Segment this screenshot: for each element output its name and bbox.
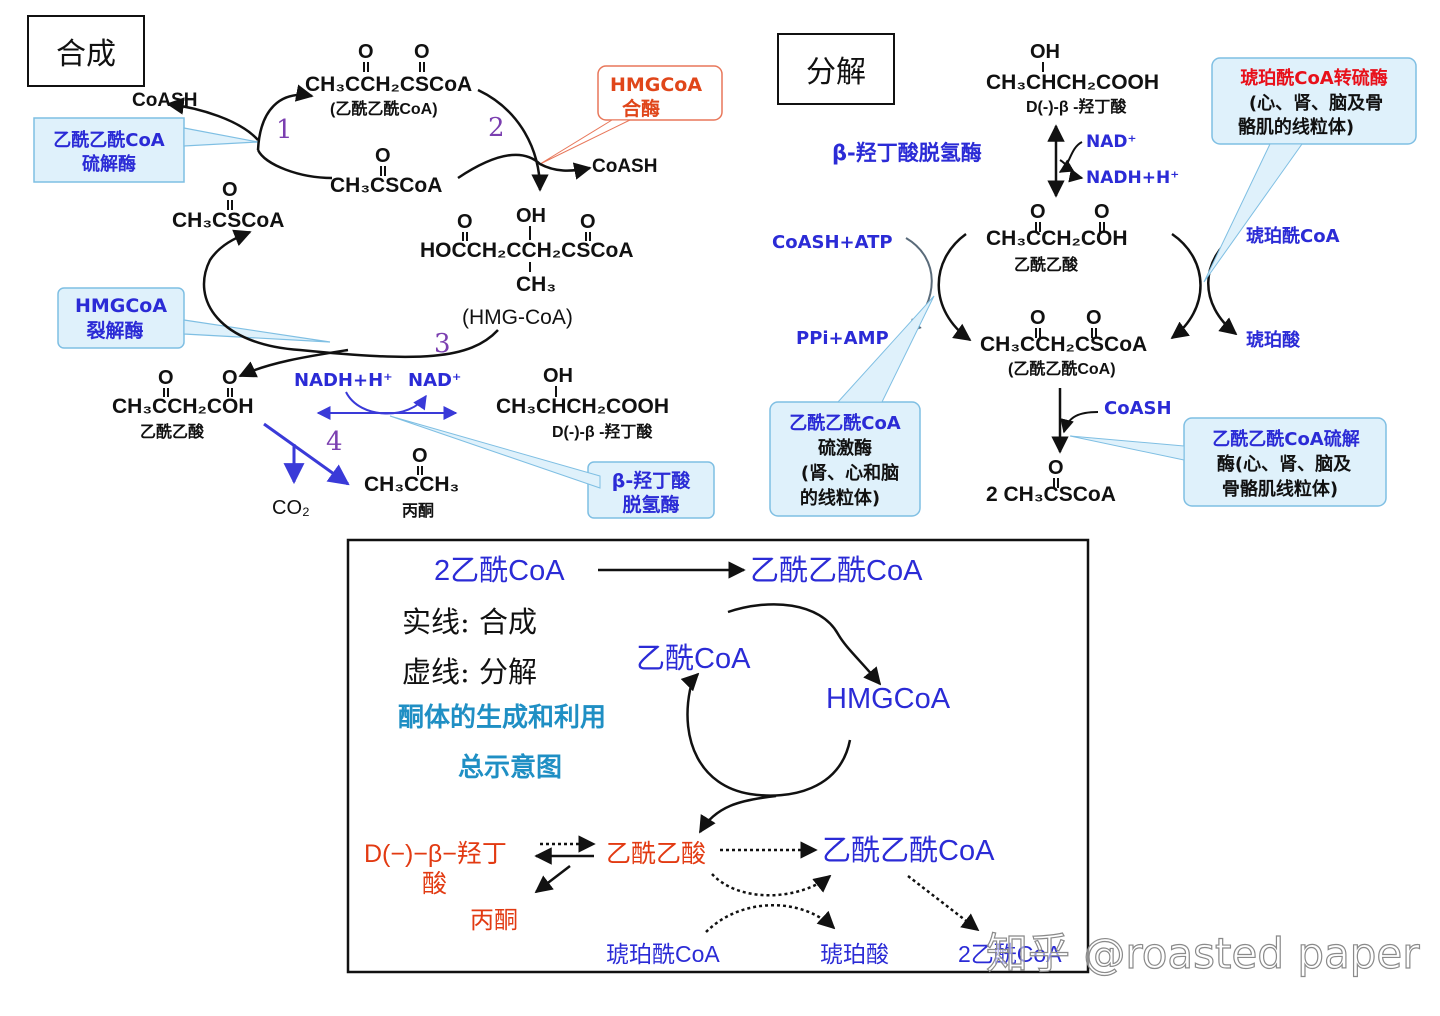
dec-succinyl-coa: 琥珀酰CoA	[1246, 225, 1340, 247]
carbonyl-o: O	[1094, 201, 1110, 223]
step-3: 3	[434, 329, 451, 359]
dec-hydroxybutyrate-name: D(-)-β -羟丁酸	[1026, 97, 1127, 116]
dec-hydroxybutyrate-formula: CH₃CHCH₂COOH	[986, 71, 1159, 94]
hmg-coa-name: (HMG-CoA)	[462, 306, 573, 329]
dec-succinate: 琥珀酸	[1246, 329, 1301, 351]
carbonyl-o: O	[1030, 307, 1046, 329]
nadh-label: NADH+H⁺	[294, 370, 393, 391]
carbonyl-o: O	[1030, 201, 1046, 223]
summary-acetyl-coa-2: 2乙酰CoA	[434, 554, 565, 587]
summary-acetyl-coa: 乙酰CoA	[636, 642, 751, 675]
step-2: 2	[488, 113, 505, 143]
summary-succinate: 琥珀酸	[820, 941, 889, 967]
transferase-label-3: 骼肌的线粒体)	[1238, 116, 1354, 138]
carbonyl-o: O	[412, 445, 428, 467]
summary-hmgcoa: HMGCoA	[826, 683, 951, 715]
dec-ppi-amp: PPi+AMP	[796, 328, 889, 349]
hmg-coa-formula: HOCCH₂CCH₂CSCoA	[420, 239, 634, 262]
lyase-label-1: HMGCoA	[75, 295, 167, 317]
carbonyl-o: O	[457, 211, 473, 233]
acetoacetate-formula: CH₃CCH₂COH	[112, 395, 254, 418]
kinase-label-2: 硫激酶	[818, 437, 872, 459]
summary-acetoacetyl-coa-bottom: 乙酰乙酰CoA	[822, 834, 995, 867]
co2-label: CO₂	[272, 497, 310, 519]
acetone-formula: CH₃CCH₃	[364, 473, 459, 496]
carbonyl-o: O	[222, 179, 238, 201]
dec-nadh: NADH+H⁺	[1086, 168, 1179, 188]
acetyl-coa-left: CH₃CSCoA	[172, 209, 284, 232]
legend-solid: 实线: 合成	[402, 605, 537, 639]
step-4: 4	[326, 427, 343, 457]
nad-label: NAD⁺	[408, 370, 461, 391]
step-1: 1	[276, 115, 293, 145]
dec-hbut-oh: OH	[1030, 41, 1060, 63]
acetoacetyl-coa-formula: CH₃CCH₂CSCoA	[305, 73, 472, 96]
transferase-label-1: 琥珀酰CoA转硫酶	[1240, 67, 1388, 89]
summary-acetyl-coa-2-bottom: 2乙酰CoA	[958, 941, 1062, 967]
carbonyl-o: O	[414, 41, 430, 63]
summary-acetone: 丙酮	[470, 907, 518, 934]
carbonyl-o: O	[158, 367, 174, 389]
bhbdh-label-1: β-羟丁酸	[612, 469, 691, 492]
dec-acetoacetyl-coa-name: (乙酰乙酰CoA)	[1008, 359, 1116, 378]
synthesis-panel: 合成 O O CH₃CCH₂CSCoA (乙酰乙酰CoA) CoASH 乙酰乙酰…	[27, 15, 723, 520]
carbonyl-o: O	[222, 367, 238, 389]
acetoacetate-name: 乙酰乙酸	[140, 422, 205, 441]
dec-bhbdh: β-羟丁酸脱氢酶	[832, 141, 982, 165]
dec-coash: CoASH	[1104, 398, 1172, 419]
dec-thiolase-label-1: 乙酰乙酰CoA硫解	[1212, 428, 1360, 450]
carbonyl-o: O	[1086, 307, 1102, 329]
dec-nad: NAD⁺	[1086, 132, 1136, 152]
dec-acetoacetate-name: 乙酰乙酸	[1014, 255, 1079, 274]
carbonyl-o: O	[1048, 457, 1064, 479]
dec-thiolase-label-2: 酶(心、肾、脑及	[1217, 453, 1352, 475]
lyase-label-2: 裂解酶	[86, 319, 143, 342]
kinase-label-4: 的线粒体)	[800, 487, 880, 509]
coash-right: CoASH	[592, 156, 657, 177]
dec-acetoacetyl-coa-formula: CH₃CCH₂CSCoA	[980, 333, 1147, 356]
caption-line2: 总示意图	[458, 752, 562, 783]
bhbdh-label-2: 脱氢酶	[622, 493, 679, 516]
decomposition-title: 分解	[806, 55, 866, 90]
hydroxybutyrate-name: D(-)-β -羟丁酸	[552, 422, 653, 441]
summary-hydroxybutyrate-1: D(−)−β−羟丁	[364, 840, 507, 868]
acetoacetyl-coa-name: (乙酰乙酰CoA)	[330, 99, 438, 118]
kinase-label-3: (肾、心和脑	[801, 462, 899, 484]
hmg-synthase-label-2: 合酶	[622, 97, 660, 120]
watermark: 知乎 @roasted paper	[986, 929, 1420, 978]
dec-coash-atp: CoASH+ATP	[772, 232, 893, 253]
summary-succinyl-coa: 琥珀酰CoA	[606, 941, 720, 967]
carbonyl-o: O	[580, 211, 596, 233]
hydroxybutyrate-formula: CH₃CHCH₂COOH	[496, 395, 669, 418]
thiolase-label-2: 硫解酶	[82, 153, 136, 175]
decomposition-panel: 分解 OH CH₃CHCH₂COOH D(-)-β -羟丁酸 NAD⁺ NADH…	[769, 33, 1417, 517]
acetyl-coa-mid: CH₃CSCoA	[330, 174, 442, 197]
kinase-label-1: 乙酰乙酰CoA	[789, 412, 901, 434]
summary-panel: 2乙酰CoA 乙酰乙酰CoA 实线: 合成 虚线: 分解 酮体的生成和利用 总示…	[346, 538, 1090, 974]
hmg-coa-oh: OH	[516, 205, 546, 227]
hmg-coa-ch3: CH₃	[516, 273, 556, 296]
carbonyl-o: O	[358, 41, 374, 63]
hbut-oh: OH	[543, 365, 573, 387]
summary-hydroxybutyrate-2: 酸	[422, 870, 447, 898]
summary-acetoacetate: 乙酰乙酸	[606, 840, 706, 868]
hmg-synthase-label-1: HMGCoA	[610, 74, 702, 96]
carbonyl-o: O	[375, 145, 391, 167]
dec-acetoacetate-formula: CH₃CCH₂COH	[986, 227, 1128, 250]
transferase-label-2: (心、肾、脑及骨	[1249, 92, 1383, 114]
acetone-name: 丙酮	[402, 502, 434, 520]
caption-line1: 酮体的生成和利用	[398, 702, 606, 733]
dec-acetyl-coa-x2: 2 CH₃CSCoA	[986, 483, 1116, 506]
summary-acetoacetyl-coa-top: 乙酰乙酰CoA	[750, 554, 923, 587]
legend-dashed: 虚线: 分解	[402, 655, 537, 689]
dec-thiolase-label-3: 骨骼肌线粒体)	[1222, 478, 1338, 500]
synthesis-title: 合成	[56, 37, 116, 72]
thiolase-label-1: 乙酰乙酰CoA	[53, 129, 165, 151]
